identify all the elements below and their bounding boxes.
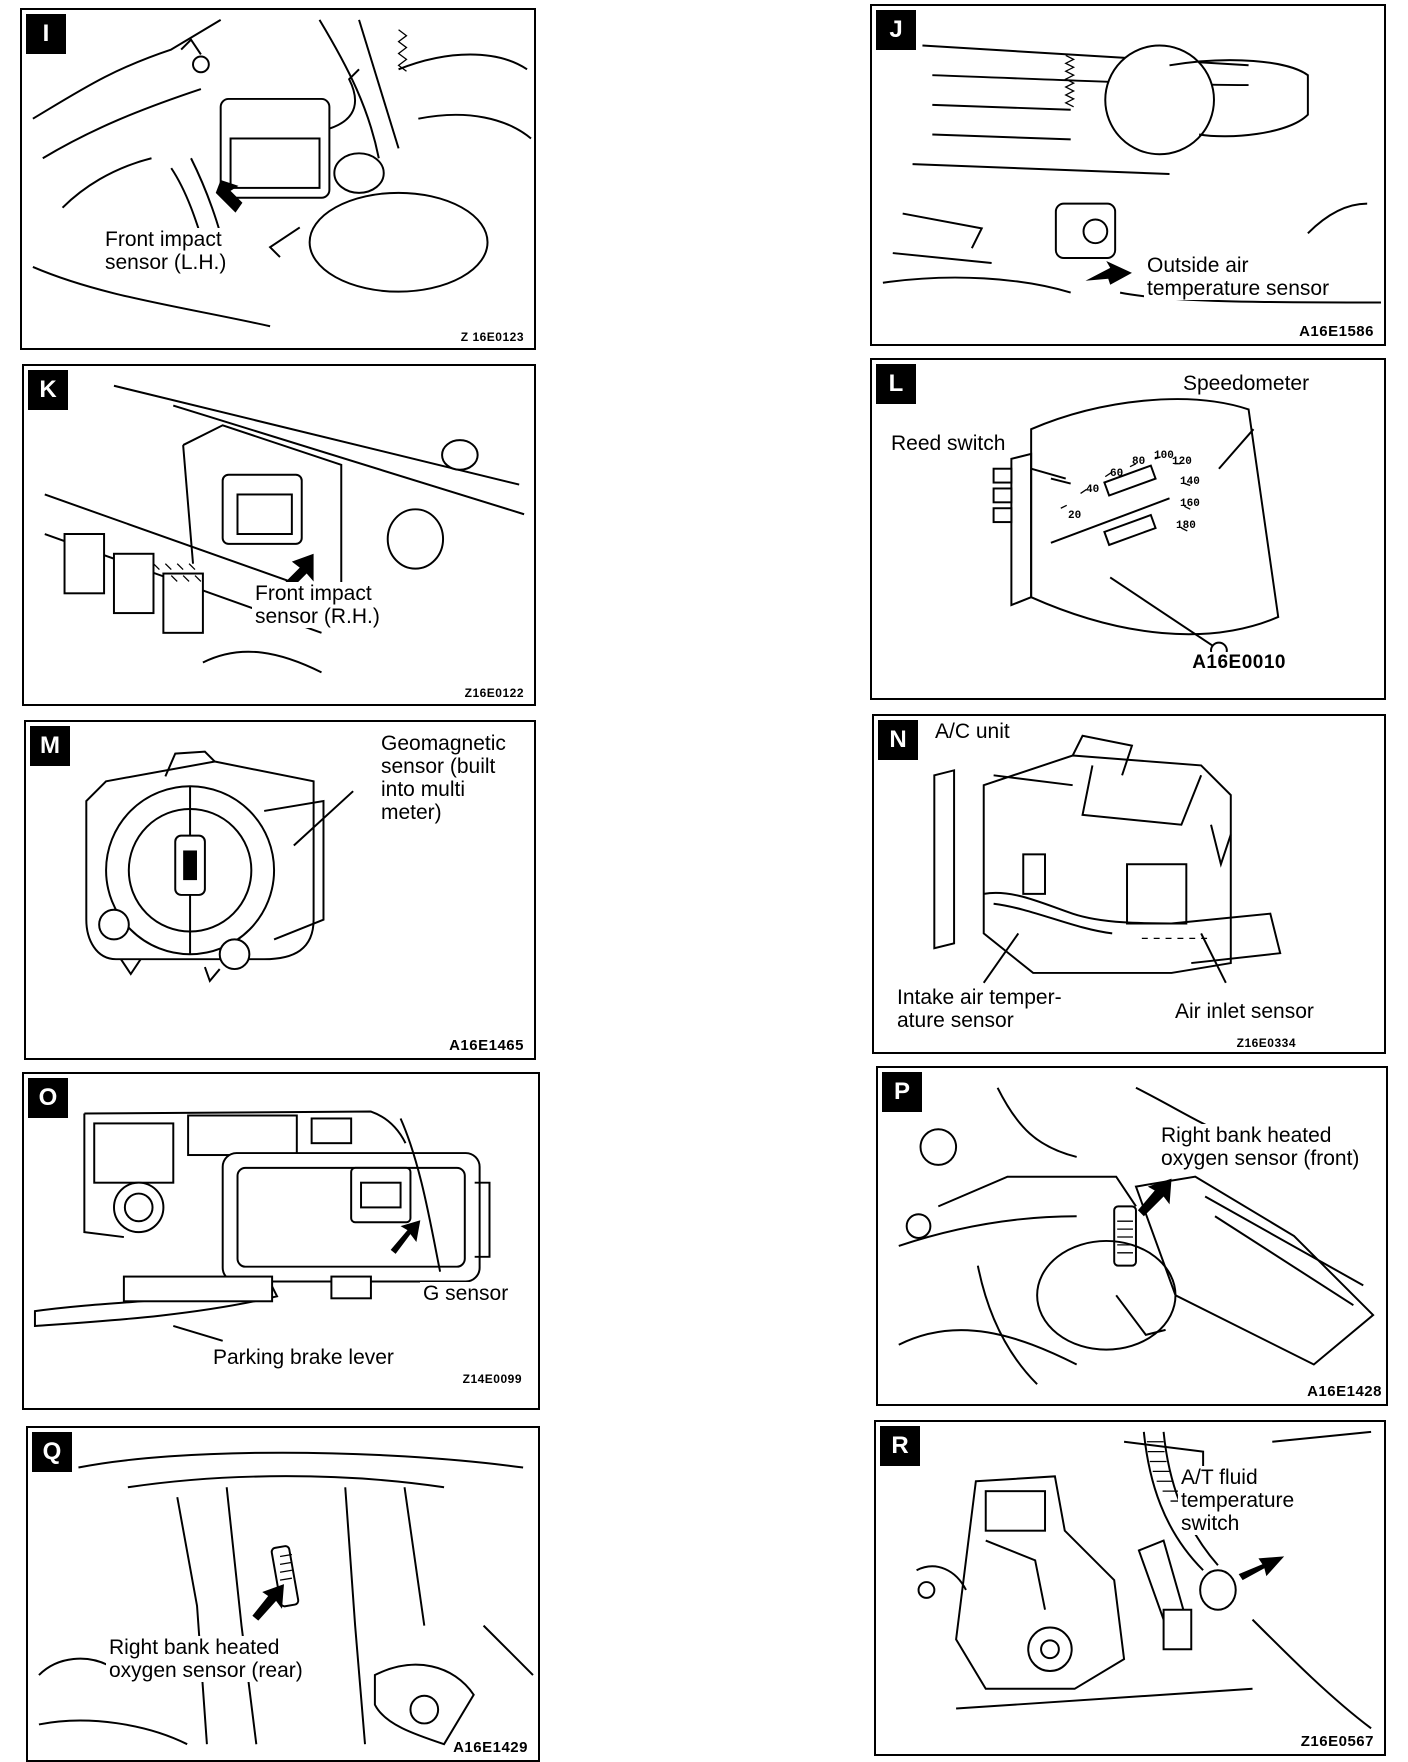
illustration-right-bank-oxygen-sensor-rear <box>38 1451 534 1746</box>
panel-letter-j: J <box>876 10 916 50</box>
label-ac-unit: A/C unit <box>932 720 1013 743</box>
label-outside-air-temperature-sensor: Outside air temperature sensor <box>1144 254 1333 300</box>
dial-mark: 120 <box>1172 456 1192 468</box>
figure-code-n: Z16E0334 <box>1234 1036 1298 1050</box>
figure-code-l: A16E0010 <box>1190 652 1288 674</box>
label-reed-switch: Reed switch <box>888 432 1009 455</box>
panel-n: N A/C unit Intake air temper- ature sens… <box>872 714 1386 1054</box>
dial-mark: 160 <box>1180 498 1200 510</box>
label-front-impact-sensor-lh: Front impact sensor (L.H.) <box>102 228 230 274</box>
illustration-outside-air-temperature-sensor <box>882 44 1382 304</box>
illustration-right-bank-oxygen-sensor-front <box>898 1086 1375 1385</box>
label-air-inlet-sensor: Air inlet sensor <box>1172 1000 1317 1023</box>
panel-letter-m: M <box>30 726 70 766</box>
panel-letter-l: L <box>876 364 916 404</box>
label-g-sensor: G sensor <box>420 1282 512 1305</box>
figure-code-o: Z14E0099 <box>460 1372 524 1386</box>
panel-letter-p: P <box>882 1072 922 1112</box>
label-speedometer: Speedometer <box>1180 372 1313 395</box>
panel-letter-i: I <box>26 14 66 54</box>
figure-code-j: A16E1586 <box>1297 323 1376 340</box>
panel-l: L Speedometer Reed switch 20 40 60 80 10… <box>870 358 1386 700</box>
panel-k: K Front impact sensor (R.H.) Z16E0122 <box>22 364 536 706</box>
panel-letter-r: R <box>880 1426 920 1466</box>
dial-mark: 80 <box>1132 456 1146 468</box>
figure-code-r: Z16E0567 <box>1298 1733 1376 1750</box>
illustration-speedometer-reed-switch <box>992 398 1280 660</box>
label-front-impact-sensor-rh: Front impact sensor (R.H.) <box>252 582 383 628</box>
illustration-front-impact-sensor-rh <box>44 384 525 674</box>
figure-code-i: Z 16E0123 <box>458 330 526 344</box>
dial-mark: 140 <box>1180 476 1200 488</box>
figure-code-k: Z16E0122 <box>462 686 526 700</box>
panel-p: P Right bank heated oxygen sensor (front… <box>876 1066 1388 1406</box>
label-at-fluid-temperature-switch: A/T fluid temperature switch <box>1178 1466 1298 1535</box>
panel-letter-n: N <box>878 720 918 760</box>
label-intake-air-temperature-sensor: Intake air temper- ature sensor <box>894 986 1065 1032</box>
panel-letter-k: K <box>28 370 68 410</box>
figure-code-m: A16E1465 <box>447 1037 526 1054</box>
dial-mark: 40 <box>1086 484 1100 496</box>
panel-letter-o: O <box>28 1078 68 1118</box>
illustration-ac-unit-sensors <box>933 734 1282 984</box>
label-right-bank-oxygen-sensor-front: Right bank heated oxygen sensor (front) <box>1158 1124 1363 1170</box>
figure-code-p: A16E1428 <box>1305 1383 1384 1400</box>
illustration-front-impact-sensor-lh <box>32 19 532 328</box>
illustration-g-sensor <box>33 1110 491 1342</box>
label-geomagnetic-sensor: Geomagnetic sensor (built into multi met… <box>378 732 509 824</box>
panel-q: Q Right bank heated oxygen sensor (rear)… <box>26 1426 540 1762</box>
illustration-at-fluid-temperature-switch <box>916 1430 1372 1730</box>
dial-mark: 100 <box>1154 450 1174 462</box>
panel-letter-q: Q <box>32 1432 72 1472</box>
panel-m: M Geomagnetic sensor (built into multi m… <box>24 720 536 1060</box>
dial-mark: 60 <box>1110 468 1124 480</box>
panel-i: I Front impact sensor (L.H.) Z 16E0123 <box>20 8 536 350</box>
dial-mark: 20 <box>1068 510 1082 522</box>
panel-j: J Outside air temperature sensor A16E158… <box>870 4 1386 346</box>
panel-r: R A/T fluid temperature switch Z16E0567 <box>874 1420 1386 1756</box>
illustration-geomagnetic-sensor <box>85 750 354 983</box>
figure-code-q: A16E1429 <box>451 1739 530 1756</box>
label-parking-brake-lever: Parking brake lever <box>210 1346 397 1369</box>
dial-mark: 180 <box>1176 520 1196 532</box>
label-right-bank-oxygen-sensor-rear: Right bank heated oxygen sensor (rear) <box>106 1636 306 1682</box>
panel-o: O G sensor Parking brake lever Z14E0099 <box>22 1072 540 1410</box>
